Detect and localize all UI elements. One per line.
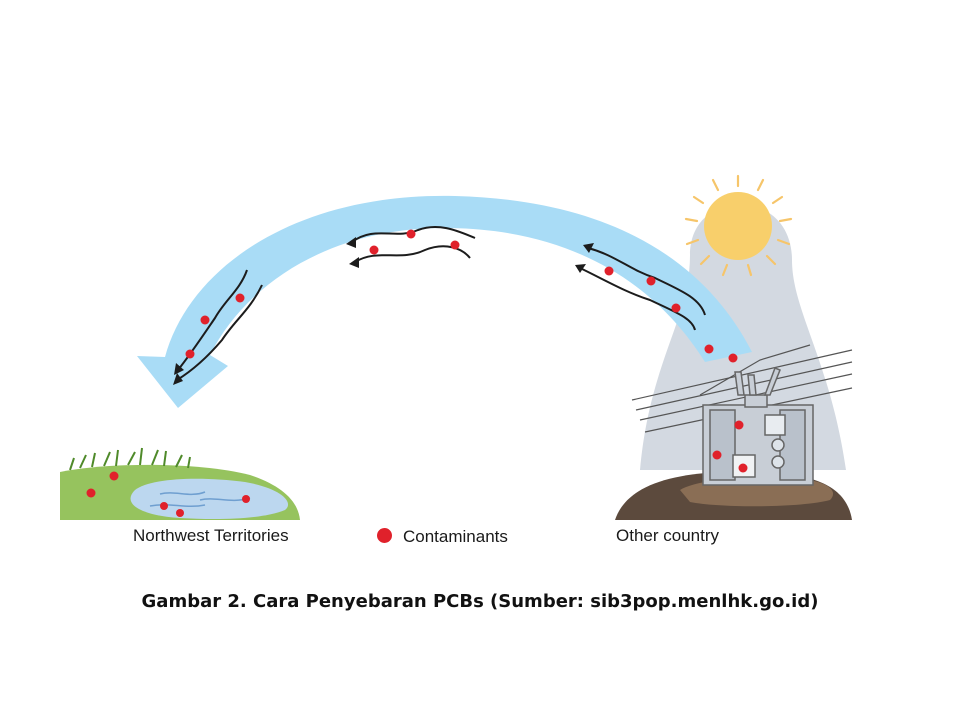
contaminants-legend-label: Contaminants [403, 527, 508, 546]
sun-icon [684, 174, 793, 277]
contaminant-legend-dot [377, 528, 392, 543]
wind-arrowheads [173, 237, 594, 385]
figure-caption: Gambar 2. Cara Penyebaran PCBs (Sumber: … [141, 591, 819, 612]
northwest-territories-landscape [60, 447, 300, 520]
other-country-label: Other country [616, 526, 719, 545]
northwest-territories-label: Northwest Territories [133, 526, 289, 545]
airborne-contaminants [185, 229, 738, 363]
air-flow-arrow [137, 195, 752, 408]
other-country-landscape [615, 344, 853, 520]
